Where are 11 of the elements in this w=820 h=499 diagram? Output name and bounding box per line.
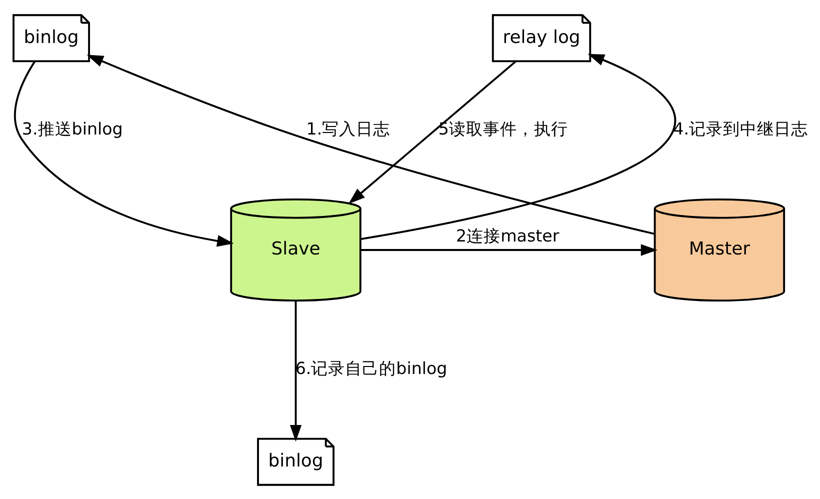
edge-label: 6.记录自己的binlog <box>295 358 448 378</box>
edge-label: 4.记录到中继日志 <box>673 119 808 138</box>
arrow <box>86 54 655 234</box>
edge-label: 3.推送binlog <box>22 119 123 138</box>
edge-label: 2连接master <box>456 226 560 246</box>
arrow <box>290 300 302 442</box>
arrow <box>348 60 516 204</box>
arrow <box>14 60 234 246</box>
arrow <box>360 244 658 256</box>
arrow <box>360 53 676 240</box>
edge-label: 1.写入日志 <box>306 119 390 138</box>
